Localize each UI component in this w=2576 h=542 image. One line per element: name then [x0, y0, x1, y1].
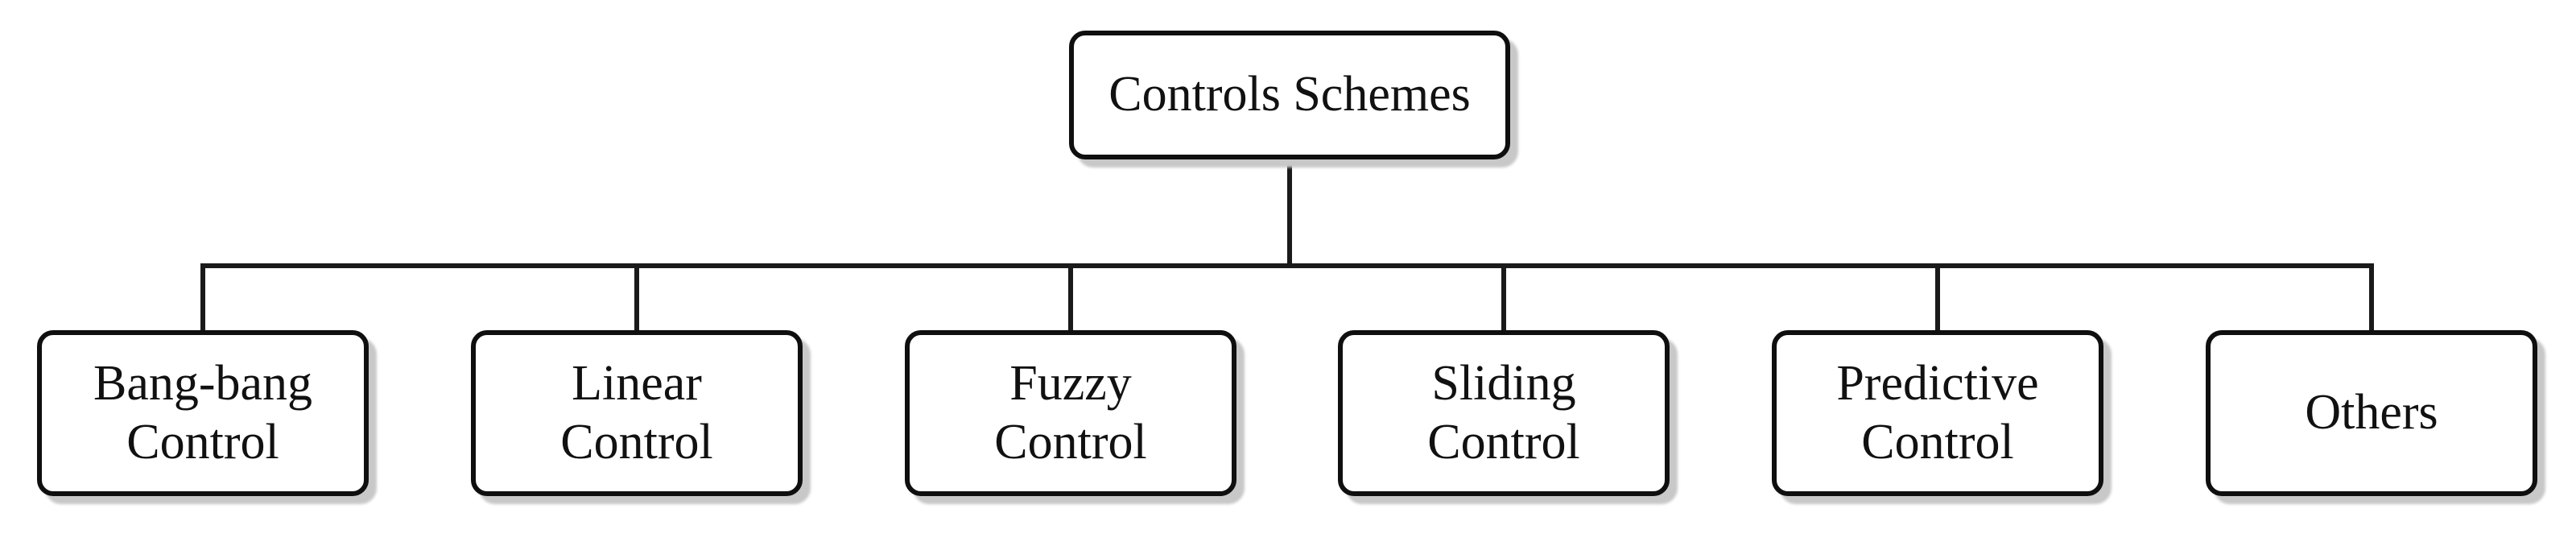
- node-fuzzy-control: Fuzzy Control: [905, 330, 1236, 496]
- node-controls-schemes-label: Controls Schemes: [1108, 67, 1471, 122]
- node-predictive-control: Predictive Control: [1772, 330, 2103, 496]
- node-linear-control: Linear Control: [471, 330, 803, 496]
- node-sliding-control: Sliding Control: [1338, 330, 1670, 496]
- node-others: Others: [2206, 330, 2537, 496]
- node-fuzzy-control-label: Fuzzy Control: [994, 355, 1147, 470]
- node-others-label: Others: [2305, 385, 2438, 441]
- node-bang-bang-control-label: Bang-bang Control: [93, 355, 313, 470]
- node-controls-schemes: Controls Schemes: [1069, 31, 1510, 159]
- node-bang-bang-control: Bang-bang Control: [37, 330, 369, 496]
- node-sliding-control-label: Sliding Control: [1427, 355, 1580, 470]
- node-linear-control-label: Linear Control: [560, 355, 713, 470]
- node-predictive-control-label: Predictive Control: [1836, 355, 2039, 470]
